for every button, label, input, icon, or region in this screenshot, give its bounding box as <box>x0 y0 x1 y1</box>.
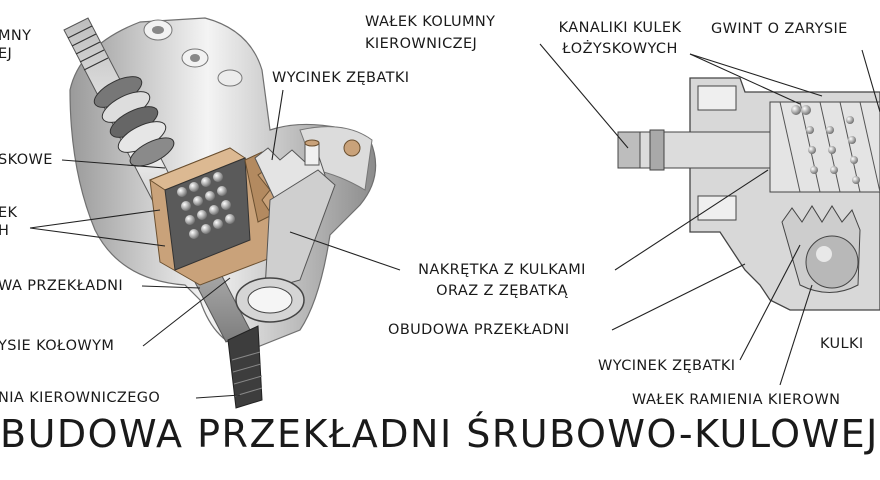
label-column-shaft-left-2: EJ <box>0 46 13 62</box>
label-arm-shaft-right: WAŁEK RAMIENIA KIEROWN <box>632 392 841 408</box>
section-arm-shaft <box>805 235 859 289</box>
label-thread-right: GWINT O ZARYSIE <box>711 21 848 37</box>
section-input-shaft <box>617 131 789 169</box>
label-bearing-balls-left: SKOWE <box>0 152 53 168</box>
sector-gear <box>254 139 336 291</box>
label-balls-right: KULKI <box>820 336 864 352</box>
label-ball-channels-left-1: EK <box>0 205 18 221</box>
label-column-shaft-left-1: MNY <box>0 28 32 44</box>
left-leader-lines <box>29 89 401 399</box>
recirculating-balls <box>177 172 235 239</box>
left-illustration <box>29 17 401 409</box>
label-sector-right: WYCINEK ZĘBATKI <box>598 358 736 374</box>
label-arm-shaft-left: NIA KIEROWNICZEGO <box>0 390 161 406</box>
label-column-shaft-right-2: KIEROWNICZEJ <box>365 36 478 52</box>
right-leader-lines <box>539 43 880 386</box>
label-housing-left: WA PRZEKŁADNI <box>0 278 124 294</box>
label-housing-center: OBUDOWA PRZEKŁADNI <box>388 322 570 338</box>
label-thread-left: YSIE KOŁOWYM <box>0 338 115 354</box>
label-ball-channels-left-2: H <box>0 223 10 239</box>
label-column-shaft-right-1: WAŁEK KOLUMNY <box>365 14 496 30</box>
label-sector-left: WYCINEK ZĘBATKI <box>272 70 410 86</box>
output-shaft <box>227 277 305 409</box>
label-nut-line-2: ORAZ Z ZĘBATKĄ <box>436 283 568 299</box>
label-bearing-channels-1: KANALIKI KULEK <box>558 20 682 36</box>
section-balls <box>791 105 860 184</box>
page-title: BUDOWA PRZEKŁADNI ŚRUBOWO-KULOWEJ <box>0 412 879 456</box>
label-nut-line-1: NAKRĘTKA Z KULKAMI <box>418 262 586 278</box>
label-bearing-channels-2: ŁOŻYSKOWYCH <box>562 41 678 57</box>
right-section-drawing <box>539 43 880 386</box>
